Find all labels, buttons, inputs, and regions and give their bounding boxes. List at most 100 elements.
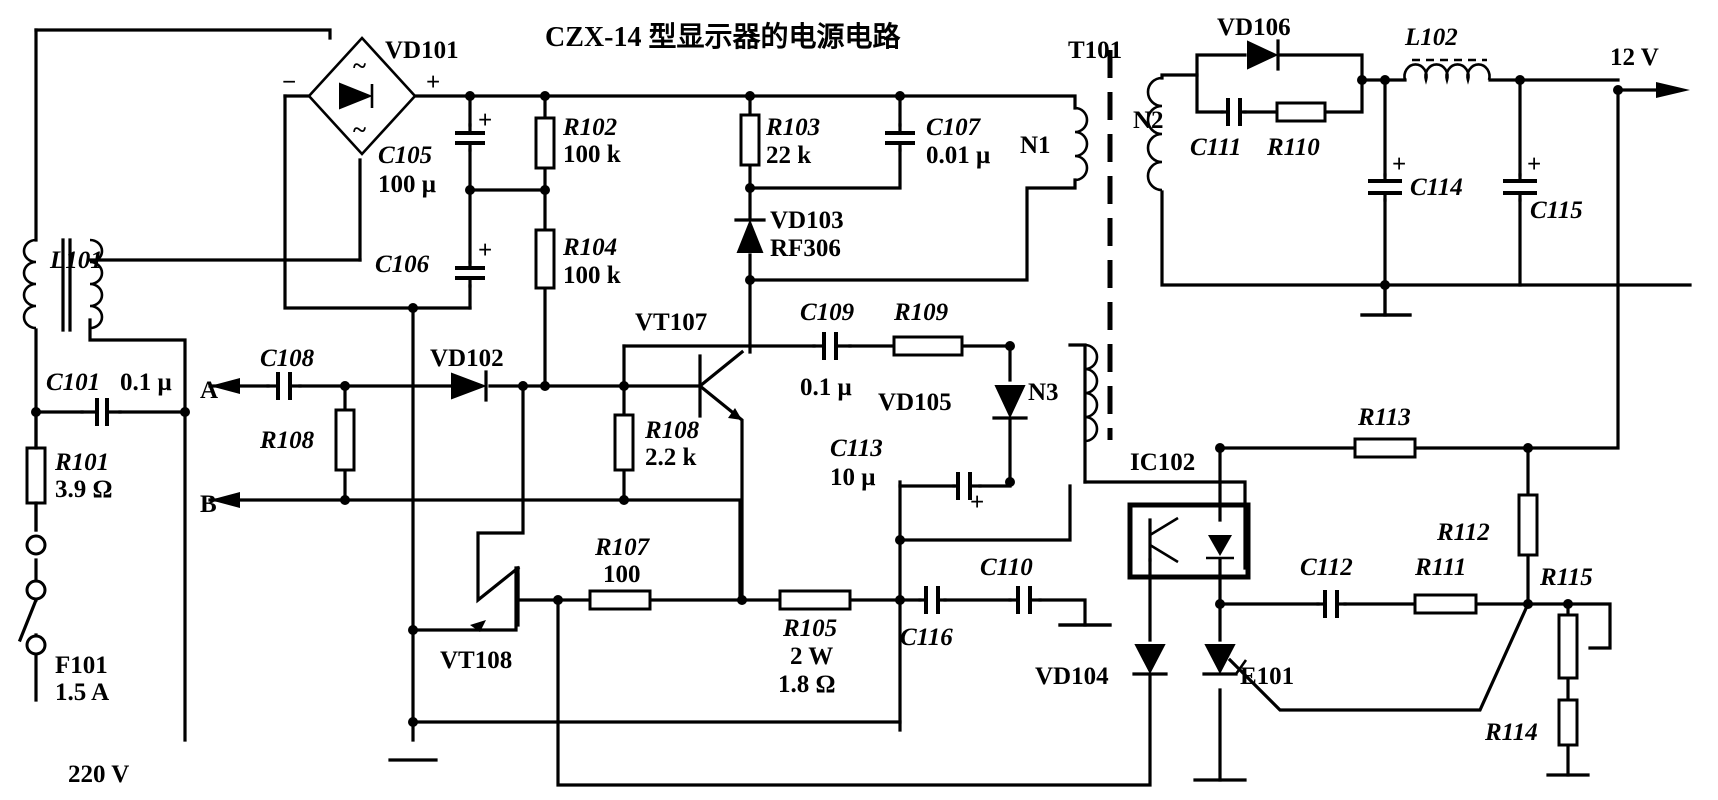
label-c101: C101 xyxy=(46,369,100,396)
resistor-r105 xyxy=(778,589,852,611)
label-c110: C110 xyxy=(980,554,1033,581)
label-vd105: VD105 xyxy=(878,389,952,416)
label-vd106: VD106 xyxy=(1217,14,1291,41)
diode-vd104 xyxy=(1134,644,1166,675)
diode-bridge-vd101 xyxy=(339,82,373,110)
label-c113: C113 xyxy=(830,435,883,462)
label-c113-value: 10 μ xyxy=(830,464,875,491)
label-c107-value: 0.01 μ xyxy=(926,142,990,169)
label-c116: C116 xyxy=(900,624,953,651)
label-c109-value: 0.1 μ xyxy=(800,374,852,401)
label-c107: C107 xyxy=(926,114,982,141)
label-r101: R101 xyxy=(54,449,109,476)
label-r104-value: 100 k xyxy=(563,262,621,289)
diode-vd103 xyxy=(736,219,764,253)
label-f101: F101 xyxy=(55,652,108,679)
diode-vd102 xyxy=(451,372,487,400)
label-r107: R107 xyxy=(594,534,651,561)
label-c114: C114 xyxy=(1410,174,1463,201)
label-vd103-type: RF306 xyxy=(770,235,841,262)
label-r108b-value: 2.2 k xyxy=(645,444,697,471)
resistor-r111 xyxy=(1413,593,1478,615)
label-c105: C105 xyxy=(378,142,432,169)
resistor-r110 xyxy=(1275,101,1327,123)
label-r103-value: 22 k xyxy=(766,142,811,169)
label-r103: R103 xyxy=(765,114,820,141)
capacitors xyxy=(80,98,1537,618)
label-c105-plus: + xyxy=(478,107,492,134)
inductor-l102 xyxy=(1403,63,1491,85)
choke-l101-right xyxy=(89,238,104,330)
label-r108b: R108 xyxy=(644,417,700,444)
label-n3: N3 xyxy=(1028,379,1059,406)
label-r112: R112 xyxy=(1436,519,1490,546)
label-r114: R114 xyxy=(1484,719,1538,746)
label-t101: T101 xyxy=(1068,37,1122,64)
transistor-vt107 xyxy=(728,408,742,420)
label-e101: E101 xyxy=(1240,663,1294,690)
wiring xyxy=(34,28,1692,787)
label-r111: R111 xyxy=(1414,554,1466,581)
optocoupler-ic102 xyxy=(1127,502,1251,580)
label-c101-value: 0.1 μ xyxy=(120,369,172,396)
diagram-title: CZX-14 型显示器的电源电路 xyxy=(545,20,901,53)
label-r105-value: 1.8 Ω xyxy=(778,671,836,698)
label-r109: R109 xyxy=(893,299,949,326)
resistor-r115 xyxy=(1557,613,1579,680)
label-c108: C108 xyxy=(260,345,315,372)
label-r102-value: 100 k xyxy=(563,141,621,168)
label-c109: C109 xyxy=(800,299,855,326)
label-r113: R113 xyxy=(1357,404,1411,431)
capacitor-c115 xyxy=(1503,179,1537,195)
capacitor-c108 xyxy=(276,372,292,400)
label-c115-plus: + xyxy=(1527,151,1541,178)
label-bridge-plus: + xyxy=(426,69,440,96)
label-vd103: VD103 xyxy=(770,207,844,234)
resistor-r102 xyxy=(534,116,556,170)
label-c106-plus: + xyxy=(478,237,492,264)
label-r108a: R108 xyxy=(259,427,315,454)
label-c105-value: 100 μ xyxy=(378,171,436,198)
label-terminal-a: A xyxy=(200,377,218,404)
label-c112: C112 xyxy=(1300,554,1353,581)
resistor-r112 xyxy=(1517,493,1539,557)
label-r105-power: 2 W xyxy=(790,643,833,670)
output-arrow-icon xyxy=(1656,82,1690,98)
terminal-a-arrow-icon xyxy=(210,378,240,394)
choke-l101-left xyxy=(22,238,37,330)
label-f101-value: 1.5 A xyxy=(55,679,109,706)
regulator-e101 xyxy=(1204,644,1236,675)
label-r102: R102 xyxy=(562,114,617,141)
label-r101-value: 3.9 Ω xyxy=(55,476,113,503)
label-vd102: VD102 xyxy=(430,345,504,372)
fuse-f101 xyxy=(17,534,47,656)
capacitor-c114 xyxy=(1368,179,1402,195)
resistor-r108b xyxy=(613,413,635,472)
capacitor-c113 xyxy=(956,472,972,500)
capacitor-c116 xyxy=(924,586,940,614)
capacitor-c111 xyxy=(1226,98,1242,126)
winding-n1 xyxy=(1074,106,1089,182)
label-bridge-tilde-bottom: ~ xyxy=(353,117,366,144)
label-n2: N2 xyxy=(1133,107,1164,134)
terminal-b-arrow-icon xyxy=(210,492,240,508)
label-r110: R110 xyxy=(1266,134,1320,161)
diodes xyxy=(339,39,1280,676)
label-n1: N1 xyxy=(1020,132,1051,159)
label-ic102: IC102 xyxy=(1130,449,1195,476)
resistors xyxy=(25,101,1579,747)
ground-icon xyxy=(1360,283,1412,317)
label-vt107: VT107 xyxy=(635,309,707,336)
component-labels: VD101 − + ~ ~ + + C105 100 μ C106 R102 1… xyxy=(46,14,1659,788)
resistor-r114 xyxy=(1557,698,1579,747)
resistor-r107 xyxy=(588,589,652,611)
diode-vd105 xyxy=(994,385,1026,419)
resistor-r108a xyxy=(334,408,356,472)
label-vt108: VT108 xyxy=(440,647,512,674)
label-r115: R115 xyxy=(1539,564,1593,591)
label-l102: L102 xyxy=(1404,24,1458,51)
winding-n3 xyxy=(1084,343,1099,443)
label-bridge-tilde-top: ~ xyxy=(353,53,366,80)
label-terminal-b: B xyxy=(200,491,217,518)
